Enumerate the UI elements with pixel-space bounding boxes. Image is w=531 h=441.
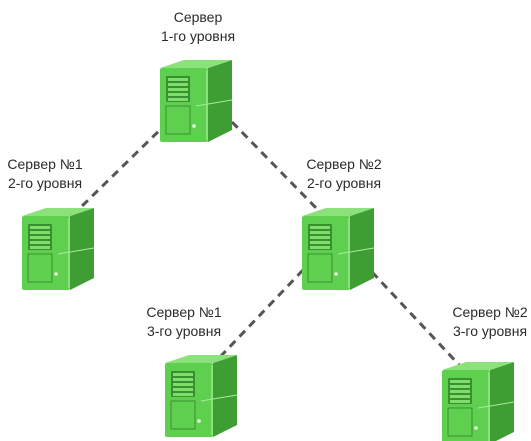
label-l2b-line1: Сервер №2 <box>306 156 382 172</box>
label-l3b-line2: 3-го уровня <box>452 323 528 339</box>
server-tower-icon-l3a <box>165 355 238 437</box>
label-l3a: Сервер №1 3-го уровня <box>124 303 244 341</box>
label-l3a-line1: Сервер №1 <box>146 304 222 320</box>
label-root-line1: Сервер <box>173 9 223 25</box>
label-l2b: Сервер №2 2-го уровня <box>284 155 404 193</box>
label-l2a-line2: 2-го уровня <box>7 175 83 191</box>
label-l3b-line1: Сервер №2 <box>452 304 528 320</box>
connector-root-l2a <box>78 120 170 210</box>
connector-root-l2b <box>230 120 324 216</box>
server-nodes <box>22 60 515 441</box>
label-l2b-line2: 2-го уровня <box>306 175 382 191</box>
label-l3a-line2: 3-го уровня <box>146 323 222 339</box>
connector-lines <box>78 120 464 370</box>
connector-l2b-l3a <box>218 268 305 359</box>
server-tower-icon-l3b <box>442 362 515 441</box>
label-root: Сервер 1-го уровня <box>138 8 258 46</box>
label-l2a: Сервер №1 2-го уровня <box>0 155 105 193</box>
label-l2a-line1: Сервер №1 <box>7 156 83 172</box>
server-tower-icon-root <box>160 60 233 142</box>
label-l3b: Сервер №2 3-го уровня <box>430 303 531 341</box>
server-tower-icon-l2a <box>22 208 95 290</box>
label-root-line2: 1-го уровня <box>160 28 236 44</box>
connector-l2b-l3b <box>370 270 464 370</box>
server-tower-icon-l2b <box>302 208 375 290</box>
